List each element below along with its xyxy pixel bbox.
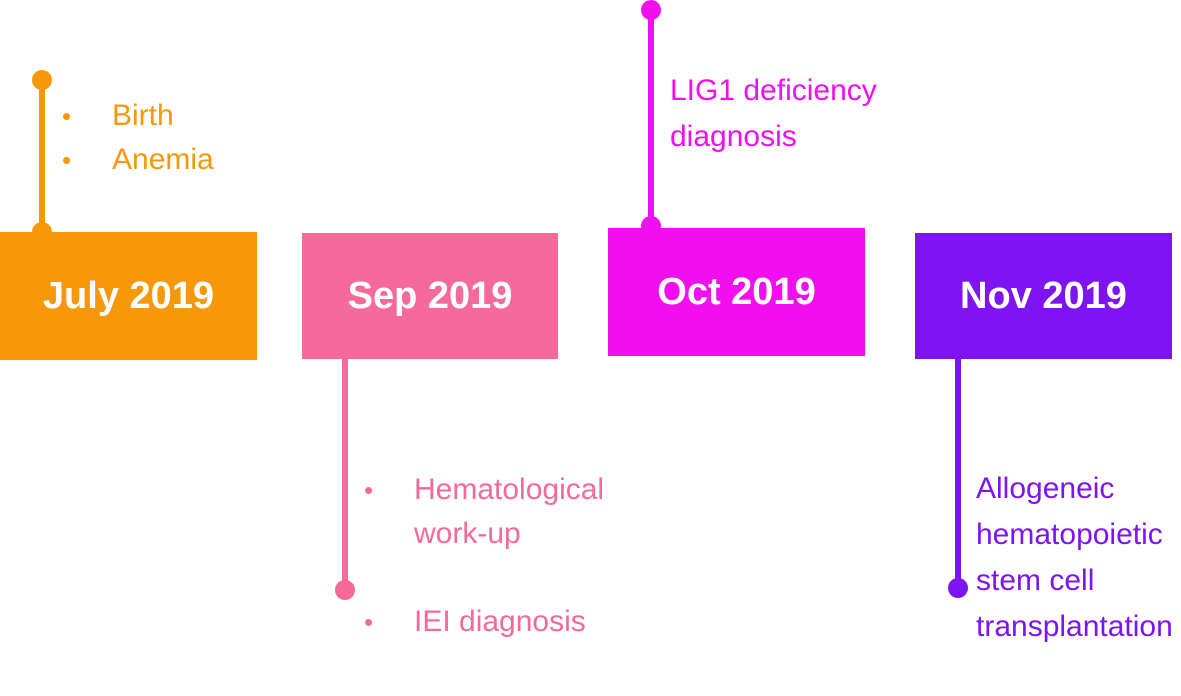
oct-notes: LIG1 deficiency diagnosis <box>670 22 877 206</box>
sep-connector-line <box>342 358 348 590</box>
nov-marker-dot <box>948 578 968 598</box>
nov-connector-line <box>955 358 961 590</box>
oct-2019-box: Oct 2019 <box>608 228 865 356</box>
july-note-birth: Birth <box>62 94 214 138</box>
nov-2019-box: Nov 2019 <box>915 233 1172 359</box>
sep-note-workup: Hematological work-up <box>364 468 604 556</box>
oct-note-lig1: LIG1 deficiency diagnosis <box>670 74 877 153</box>
sep-notes: Hematological work-up IEI diagnosis <box>364 424 604 688</box>
july-2019-box: July 2019 <box>0 232 257 360</box>
sep-note-iei: IEI diagnosis <box>364 600 604 644</box>
july-note-anemia: Anemia <box>62 138 214 182</box>
oct-connector-line <box>648 10 654 228</box>
july-notes: Birth Anemia <box>62 94 214 182</box>
nov-2019-label: Nov 2019 <box>960 274 1127 317</box>
nov-notes: Allogeneic hematopoietic stem cell trans… <box>976 420 1173 696</box>
oct-marker-dot <box>641 0 661 20</box>
oct-2019-label: Oct 2019 <box>657 270 816 313</box>
july-connector-line <box>39 80 45 232</box>
sep-2019-box: Sep 2019 <box>302 233 558 359</box>
july-marker-dot <box>32 70 52 90</box>
july-2019-label: July 2019 <box>42 274 215 317</box>
nov-note-transplant: Allogeneic hematopoietic stem cell trans… <box>976 472 1173 643</box>
sep-2019-label: Sep 2019 <box>347 274 513 317</box>
sep-marker-dot <box>335 580 355 600</box>
